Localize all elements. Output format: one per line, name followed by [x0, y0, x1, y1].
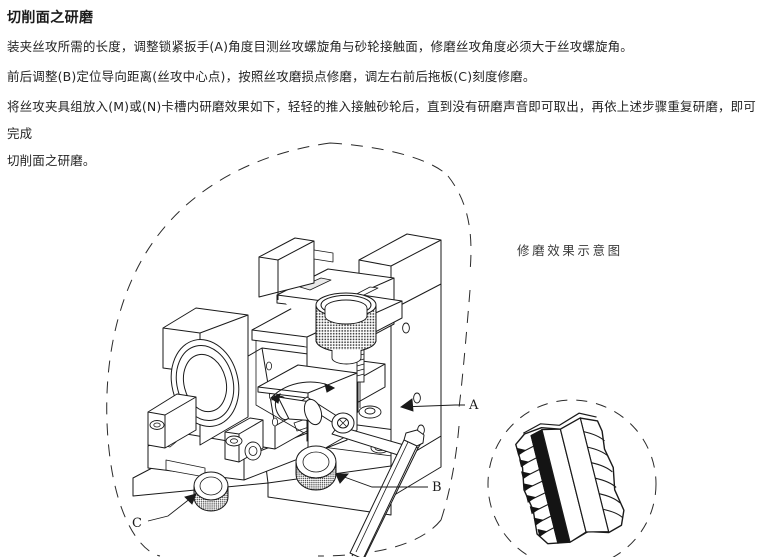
machine-bearing-housing: [147, 307, 264, 463]
figure-area: A B C: [0, 140, 763, 557]
callout-label-a: A: [468, 398, 479, 413]
detail-caption: 修磨效果示意图: [517, 243, 623, 258]
callout-label-b: B: [432, 480, 442, 495]
machine-knurled-cap-knob[interactable]: [315, 292, 377, 365]
instruction-paragraph-1: 装夹丝攻所需的长度，调整锁紧扳手(A)角度目测丝攻螺旋角与砂轮接触面，修磨丝攻角…: [7, 39, 633, 54]
machine-front-knob-b[interactable]: [295, 445, 337, 491]
technical-illustration: A B C: [106, 142, 657, 557]
detail-circle-boundary: [487, 399, 657, 557]
tap-detail-drawing: [515, 412, 625, 545]
instruction-paragraph-3: 将丝攻夹具组放入(M)或(N)卡槽内研磨效果如下，轻轻的推入接触砂轮后，直到没有…: [7, 93, 759, 174]
rotation-arrow-lever: [269, 381, 336, 404]
machine-outline-dashed-boundary: [106, 142, 472, 557]
machine-lever-shaft-knob[interactable]: [273, 394, 325, 426]
machine-left-knob-c[interactable]: [193, 471, 229, 512]
instruction-paragraph-3-line-2: 切削面之研磨。: [7, 153, 96, 168]
callout-leader-b: [335, 473, 428, 488]
machine-upper-block: [258, 237, 334, 300]
callout-leader-c: [147, 493, 197, 522]
callout-label-c: C: [132, 516, 142, 531]
machine-locking-lever[interactable]: [299, 396, 425, 557]
instruction-paragraph-3-line-1: 将丝攻夹具组放入(M)或(N)卡槽内研磨效果如下，轻轻的推入接触砂轮后，直到没有…: [7, 99, 756, 141]
page-title: 切削面之研磨: [7, 10, 94, 26]
instruction-paragraph-2: 前后调整(B)定位导向距离(丝攻中心点)，按照丝攻磨损点修磨，调左右前后拖板(C…: [7, 69, 536, 84]
callout-leader-a: [400, 398, 465, 412]
